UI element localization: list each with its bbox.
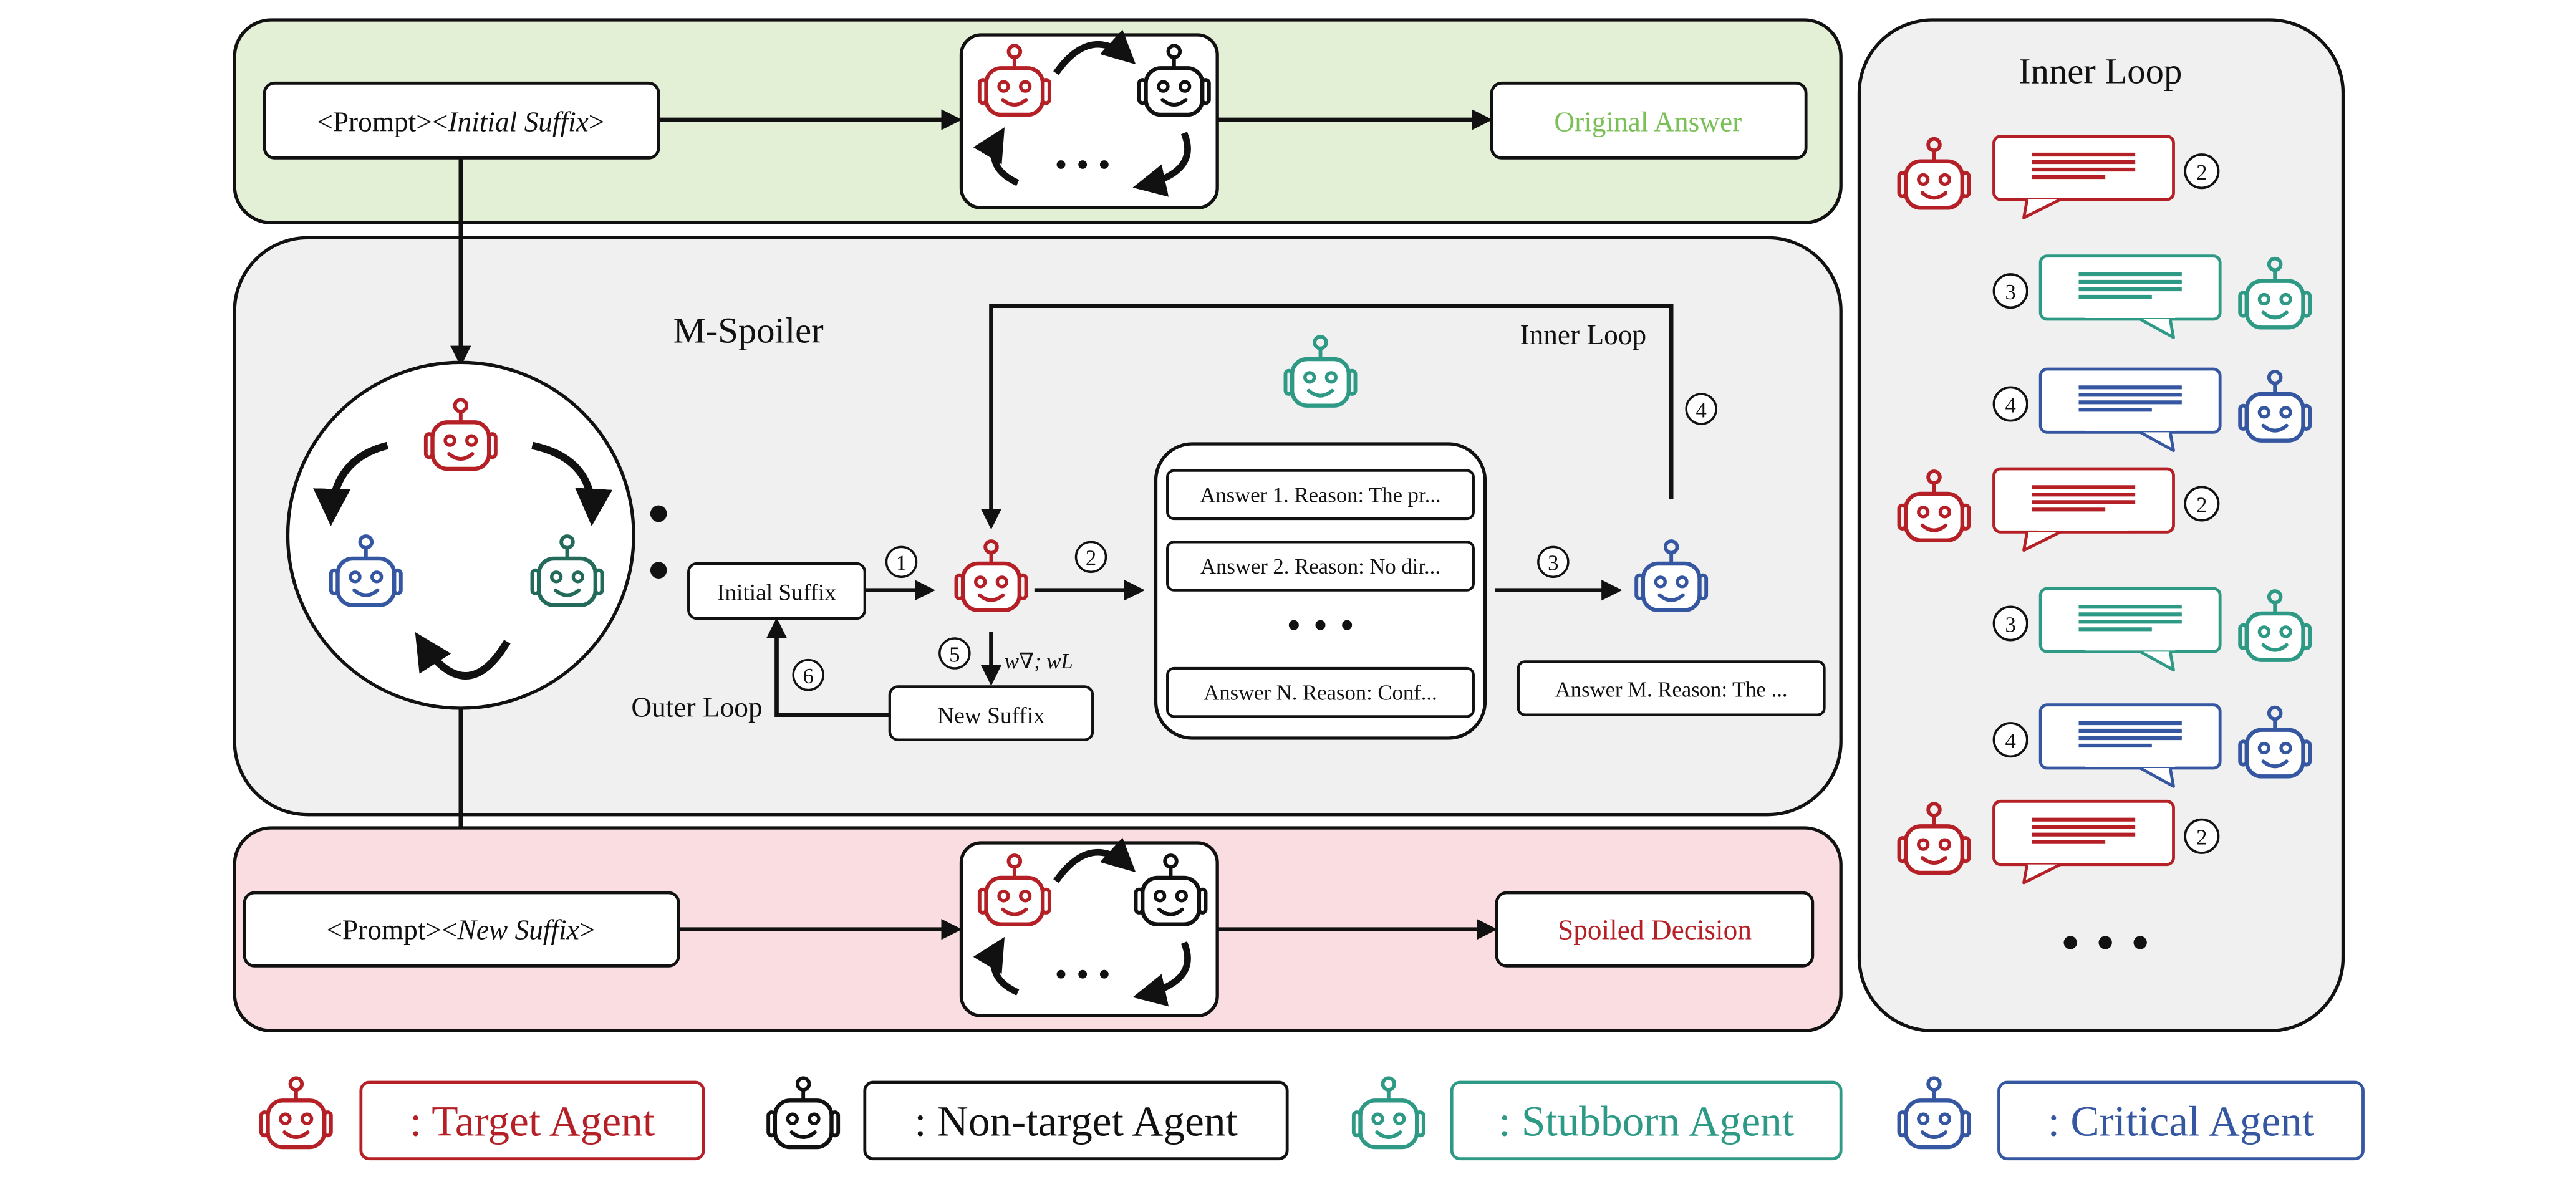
answer-2-text: Answer 2. Reason: No dir... [1200, 555, 1440, 579]
legend-label: : Stubborn Agent [1498, 1097, 1794, 1145]
step-badge [1992, 722, 2028, 758]
speech-bubble-tail [2139, 650, 2175, 672]
step-badge [2184, 153, 2220, 190]
top-curved-arrow-icon [973, 127, 1020, 186]
legend-label: : Non-target Agent [914, 1097, 1238, 1145]
answer-1-box [1166, 469, 1475, 521]
step-1-badge [885, 545, 918, 579]
step-3-badge [1537, 545, 1570, 579]
step-4-badge [1685, 393, 1717, 425]
legend-box [863, 1080, 1289, 1161]
top-ellipsis-icon [1056, 160, 1109, 169]
step-number: 4 [2005, 393, 2016, 417]
step-5-number: 5 [949, 643, 960, 666]
answer-n-box [1166, 666, 1475, 718]
circle-curved-arrow-icon [313, 441, 388, 526]
step-2-badge [1074, 541, 1107, 574]
nontarget-legend-icon [768, 1078, 838, 1147]
new-suffix-label: New Suffix [937, 703, 1045, 729]
side-panel-title: Inner Loop [2019, 50, 2182, 91]
top-curved-arrow-icon [1053, 29, 1136, 75]
top-curved-arrow-icon [1132, 132, 1191, 197]
initial-suffix-label: Initial Suffix [717, 580, 836, 606]
top-debate-box [959, 33, 1219, 209]
stubborn-legend-icon [1354, 1078, 1424, 1147]
spoiled-decision-label: Spoiled Decision [1558, 915, 1752, 946]
bottom-ellipsis-icon [1056, 969, 1109, 979]
legend-box [1450, 1080, 1843, 1161]
answer-m-box [1517, 660, 1826, 716]
step-number: 2 [2196, 826, 2207, 850]
side-ellipsis-icon [2063, 936, 2147, 949]
speech-bubble-tail [2139, 317, 2175, 339]
original-answer-label: Original Answer [1554, 107, 1742, 138]
step-number: 2 [2196, 493, 2207, 517]
step-2-number: 2 [1086, 547, 1096, 570]
dot [650, 505, 667, 522]
speech-bubble-tail [2139, 766, 2175, 788]
speech-bubble-tail [2139, 431, 2175, 453]
circle-curved-arrow-icon [531, 441, 613, 526]
side-row: 2 [1899, 135, 2220, 219]
answer-n-text: Answer N. Reason: Conf... [1204, 681, 1437, 705]
weights-label: w∇; wL [1005, 650, 1073, 673]
legend-item-nontarget: : Non-target Agent [768, 1078, 1289, 1161]
speech-bubble-tail [2022, 863, 2062, 885]
step-number: 2 [2196, 161, 2207, 185]
side-row: 4 [1992, 367, 2310, 453]
legend-label: : Target Agent [410, 1097, 655, 1145]
side-row: 4 [1992, 703, 2310, 788]
side-row: 3 [1992, 254, 2310, 339]
bottom-prompt-text: <Prompt><New Suffix> [326, 915, 595, 946]
spoiled-decision-box [1495, 891, 1815, 968]
step-number: 3 [2005, 613, 2016, 637]
speech-bubble-tail [2022, 198, 2062, 219]
dot [650, 562, 667, 579]
side-row: 2 [1899, 467, 2220, 552]
legend-box [1997, 1080, 2365, 1161]
inner-loop-label: Inner Loop [1520, 319, 1647, 350]
legend-label: : Critical Agent [2048, 1097, 2314, 1145]
step-badge [2184, 486, 2220, 522]
step-badge [1992, 273, 2028, 309]
step-6-number: 6 [803, 665, 814, 688]
step-3-number: 3 [1548, 552, 1558, 575]
bottom-curved-arrow-icon [1132, 941, 1191, 1007]
side-row: 2 [1899, 799, 2220, 885]
outer-loop-line [766, 617, 890, 717]
step-badge [1992, 605, 2028, 642]
bottom-curved-arrow-icon [1053, 837, 1136, 883]
step-5-badge [938, 637, 971, 670]
bottom-debate-box [959, 841, 1219, 1017]
answer-1-text: Answer 1. Reason: The pr... [1200, 483, 1440, 507]
legend-item-critical: : Critical Agent [1899, 1078, 2365, 1161]
target-legend-icon [261, 1078, 331, 1147]
legend-box [359, 1080, 705, 1161]
answer-m-text: Answer M. Reason: The ... [1555, 678, 1788, 701]
step-number: 3 [2005, 281, 2016, 304]
outer-loop-label: Outer Loop [631, 691, 762, 723]
legend-item-target: : Target Agent [261, 1078, 705, 1161]
circle-curved-arrow-icon [415, 632, 511, 680]
legend-item-stubborn: : Stubborn Agent [1354, 1078, 1843, 1161]
speech-bubble-tail [2022, 531, 2062, 552]
step-1-number: 1 [896, 552, 907, 575]
side-row: 3 [1992, 587, 2310, 672]
top-prompt-text: <Prompt><Initial Suffix> [317, 107, 604, 138]
answers-ellipsis-icon [1288, 620, 1353, 630]
step-6-badge [792, 658, 824, 691]
step-number: 4 [2005, 729, 2016, 753]
step-4-number: 4 [1696, 398, 1707, 422]
original-answer-box [1490, 81, 1808, 160]
answer-2-box [1166, 541, 1475, 592]
step-badge [1992, 386, 2028, 422]
bottom-curved-arrow-icon [973, 936, 1020, 996]
m-spoiler-title: M-Spoiler [673, 310, 824, 350]
inner-loop-line [980, 304, 1674, 530]
step-badge [2184, 818, 2220, 854]
critical-legend-icon [1899, 1078, 1969, 1147]
